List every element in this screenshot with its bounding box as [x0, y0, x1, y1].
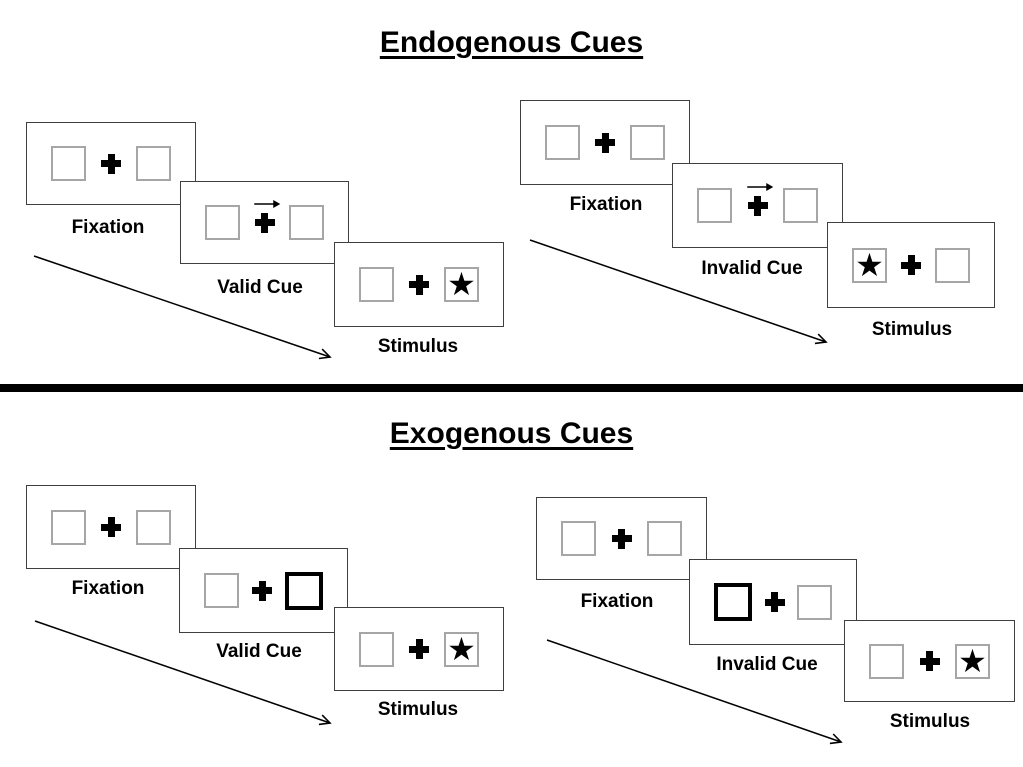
fixation-cross-icon: [101, 517, 121, 537]
right-placeholder-box: [630, 125, 665, 160]
right-placeholder-box: [289, 205, 324, 240]
cue-highlight-box: [714, 583, 752, 621]
left-placeholder-box: [204, 573, 239, 608]
star-icon: ★: [855, 245, 884, 284]
fixation-cross-icon: [254, 212, 275, 233]
star-icon: ★: [447, 629, 476, 668]
fixation-cross-icon: [764, 592, 785, 612]
star-icon: ★: [958, 641, 987, 680]
cue-arrow-icon: [746, 182, 773, 191]
fixation-cross-icon: [901, 255, 921, 275]
star-stimulus-box: ★: [955, 641, 990, 680]
section-title-exogenous: Exogenous Cues: [0, 417, 1023, 451]
fixation-cross-icon: [919, 651, 940, 671]
exo-valid-stimulus-screen: ★: [334, 607, 504, 691]
left-placeholder-box: [51, 146, 86, 181]
cue-highlight-box: [285, 571, 323, 610]
endo-valid-fixation-screen: [26, 122, 196, 205]
star-icon: ★: [447, 265, 476, 303]
timeline-arrow-exo-valid: [34, 620, 332, 726]
cue-arrow-icon: [253, 199, 280, 208]
frame-label: Stimulus: [377, 336, 459, 357]
star-stimulus-box: ★: [444, 629, 479, 668]
frame-label: Stimulus: [889, 711, 971, 732]
exo-invalid-cue-screen: [689, 559, 857, 645]
right-placeholder-box: [136, 509, 171, 545]
fixation-cross-icon: [747, 195, 768, 216]
endo-invalid-stimulus-screen: ★: [827, 222, 995, 308]
right-placeholder-box: [647, 521, 682, 556]
left-placeholder-box: [697, 188, 732, 223]
fixation-cross-icon: [409, 274, 429, 295]
exo-invalid-fixation-screen: [536, 497, 707, 580]
fixation-cross-icon: [101, 153, 121, 174]
timeline-arrow-endo-invalid: [529, 239, 828, 345]
frame-label: Invalid Cue: [701, 258, 803, 279]
endo-invalid-fixation-screen: [520, 100, 690, 185]
exo-valid-fixation-screen: [26, 485, 196, 569]
fixation-cross-icon: [611, 528, 632, 549]
section-title-endogenous-text: Endogenous Cues: [379, 26, 644, 59]
frame-label: Stimulus: [871, 319, 953, 340]
endo-valid-stimulus-screen: ★: [334, 242, 504, 327]
endo-invalid-cue-screen: [672, 163, 843, 248]
left-placeholder-box: [51, 509, 86, 545]
left-placeholder-box: [561, 521, 596, 556]
frame-label: Fixation: [71, 578, 145, 599]
left-placeholder-box: [205, 205, 240, 240]
section-title-endogenous: Endogenous Cues: [0, 26, 1023, 60]
star-stimulus-box: ★: [852, 245, 887, 284]
exo-valid-cue-screen: [179, 548, 348, 633]
left-placeholder-box: [359, 631, 394, 667]
frame-label: Fixation: [569, 194, 643, 215]
timeline-arrow-endo-valid: [33, 255, 332, 360]
frame-label: Fixation: [71, 217, 145, 238]
right-placeholder-box: [935, 247, 970, 283]
frame-label: Stimulus: [377, 699, 459, 720]
left-placeholder-box: [545, 125, 580, 160]
right-placeholder-box: [783, 188, 818, 223]
star-stimulus-box: ★: [444, 267, 479, 302]
fixation-cross-icon: [595, 132, 615, 153]
frame-label: Invalid Cue: [716, 654, 818, 675]
fixation-cross-icon: [252, 580, 272, 601]
left-placeholder-box: [869, 643, 904, 679]
right-placeholder-box: [136, 146, 171, 181]
endo-valid-cue-screen: [180, 181, 349, 264]
exo-invalid-stimulus-screen: ★: [844, 620, 1015, 702]
frame-label: Valid Cue: [216, 641, 302, 662]
frame-label: Valid Cue: [217, 277, 303, 298]
frame-label: Fixation: [580, 591, 654, 612]
section-title-exogenous-text: Exogenous Cues: [389, 417, 634, 450]
right-placeholder-box: [797, 584, 832, 620]
fixation-cross-icon: [409, 639, 429, 659]
left-placeholder-box: [359, 267, 394, 302]
section-divider: [0, 384, 1023, 392]
